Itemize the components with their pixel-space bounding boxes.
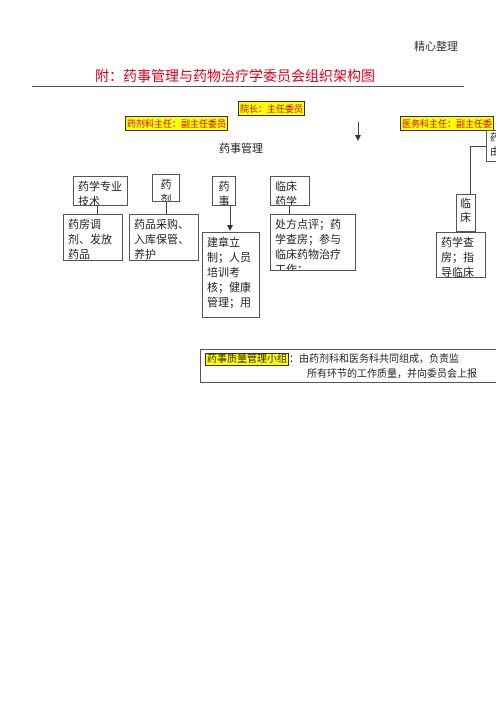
quality-line-2: 所有环节的工作质量，并向委员会上报 [307,369,477,380]
title-underline [32,86,464,87]
column-title-affairs: 药事 [212,176,236,206]
connector-col1 [97,206,98,214]
right-clipped-box: 药 由 [486,130,496,162]
column-title-pharm-tech: 药学专业技术 [73,176,128,206]
column-detail-pharmacy: 药品采购、入库保管、养护 [129,214,199,261]
office-label: 药事管理 [219,141,271,159]
column-detail-clinical: 药学查房；指导临床 [436,232,486,278]
page-title: 附：药事管理与药物治疗学委员会组织架构图 [95,69,375,85]
column-detail-pharm-tech: 药房调剂、发放药品 [63,214,123,261]
medical-director-role: 医务科主任：副主任委 [400,116,495,131]
president-role: 院长：主任委员 [238,101,306,116]
quality-group-box: 药事质量管理小组：由药剂科和医务科共同组成，负责监 所有环节的工作质量，并向委员… [200,349,496,383]
column-detail-clinical-pharm: 处方点评；药学查房；参与临床药物治疗工作； [270,214,356,271]
quality-line-1: ：由药剂科和医务科共同组成，负责监 [289,354,459,365]
connector-col4 [289,206,290,214]
pharmacy-director-role: 药剂科主任：副主任委员 [125,116,229,131]
connector-right [470,146,471,194]
column-title-clinical-pharm: 临床药学 [270,176,310,206]
connector-right-h [470,146,486,147]
column-detail-affairs: 建章立制；人员培训考核；健康管理；用 [202,232,260,318]
quality-group-label: 药事质量管理小组 [205,353,289,366]
arrow-down-icon [227,225,233,231]
arrow-down-icon [355,135,361,141]
connector-president [358,122,359,136]
connector-col3 [230,206,231,226]
connector-col2 [166,202,167,214]
column-title-pharmacy: 药剂 [152,174,180,202]
column-title-clinical: 临床 [456,194,476,232]
header-note: 精心整理 [414,40,458,53]
